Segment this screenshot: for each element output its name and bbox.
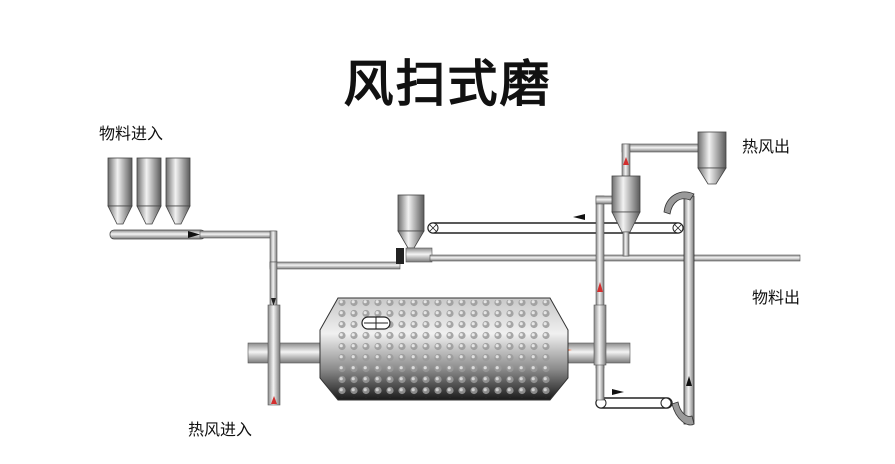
- material-out-pipe: [429, 254, 801, 262]
- cyclone-separator: [611, 175, 641, 257]
- label-material-in: 物料进入: [99, 124, 164, 143]
- ball-mill: [319, 297, 569, 401]
- label-material-out: 物料出: [752, 288, 801, 307]
- feed-pipe: [199, 230, 401, 313]
- lower-belt-conveyor: [595, 359, 673, 409]
- feed-silos: [107, 157, 191, 225]
- feed-conveyor: [109, 229, 206, 240]
- bucket-elevator: [663, 191, 695, 426]
- cyclone-top: [697, 131, 727, 185]
- upper-belt-conveyor: [427, 214, 684, 234]
- mill-pipes: [247, 304, 631, 406]
- label-hot-air-in: 热风进入: [188, 420, 253, 439]
- label-hot-air-out: 热风出: [742, 137, 791, 156]
- feeder-hopper: [396, 194, 433, 264]
- page-title: 风扫式磨: [343, 55, 552, 113]
